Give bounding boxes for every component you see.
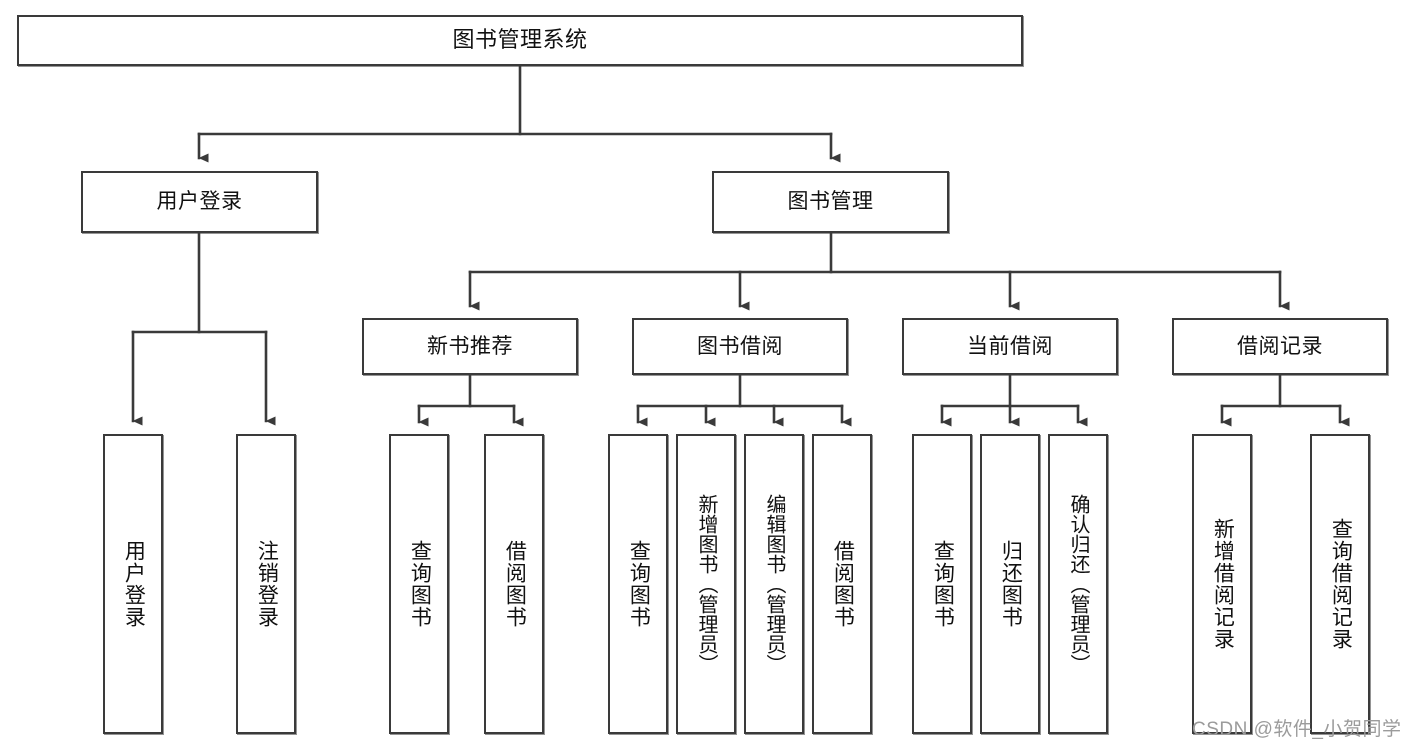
node-user-login[interactable]: 用户登录	[81, 171, 318, 233]
node-label: 新书推荐	[427, 334, 513, 358]
node-label: 查询图书	[408, 540, 432, 628]
node-label: 借阅图书	[831, 540, 855, 628]
leaf-user-login-signout[interactable]: 注销登录	[236, 434, 296, 734]
node-label: 新增图书（管理员）	[695, 494, 717, 674]
leaf-borrow-borrow-book[interactable]: 借阅图书	[812, 434, 872, 734]
node-book-management[interactable]: 图书管理	[712, 171, 949, 233]
node-label: 当前借阅	[967, 334, 1053, 358]
leaf-borrow-edit-book-admin[interactable]: 编辑图书（管理员）	[744, 434, 804, 734]
node-label: 归还图书	[999, 540, 1023, 628]
node-label: 借阅记录	[1237, 334, 1323, 358]
leaf-user-login-signin[interactable]: 用户登录	[103, 434, 163, 734]
node-label: 查询借阅记录	[1329, 518, 1353, 650]
node-current-borrow[interactable]: 当前借阅	[902, 318, 1118, 375]
node-label: 借阅图书	[503, 540, 527, 628]
leaf-current-return-book[interactable]: 归还图书	[980, 434, 1040, 734]
node-new-book-recommend[interactable]: 新书推荐	[362, 318, 578, 375]
node-label: 查询图书	[931, 540, 955, 628]
node-label: 新增借阅记录	[1211, 518, 1235, 650]
leaf-record-add-record[interactable]: 新增借阅记录	[1192, 434, 1252, 734]
watermark-text: CSDN @软件_小贺同学	[1192, 719, 1402, 740]
leaf-borrow-query-book[interactable]: 查询图书	[608, 434, 668, 734]
node-label: 图书管理	[787, 190, 874, 214]
leaf-current-query-book[interactable]: 查询图书	[912, 434, 972, 734]
node-label: 编辑图书（管理员）	[763, 494, 785, 674]
node-label: 图书借阅	[697, 334, 783, 358]
leaf-current-confirm-return-admin[interactable]: 确认归还（管理员）	[1048, 434, 1108, 734]
node-book-borrow[interactable]: 图书借阅	[632, 318, 848, 375]
node-root-system[interactable]: 图书管理系统	[17, 15, 1023, 66]
leaf-new-book-borrow[interactable]: 借阅图书	[484, 434, 544, 734]
node-borrow-record[interactable]: 借阅记录	[1172, 318, 1388, 375]
node-label: 图书管理系统	[452, 27, 588, 53]
node-label: 确认归还（管理员）	[1067, 494, 1089, 674]
leaf-record-query-record[interactable]: 查询借阅记录	[1310, 434, 1370, 734]
leaf-new-book-query[interactable]: 查询图书	[389, 434, 449, 734]
node-label: 注销登录	[255, 540, 279, 628]
node-label: 用户登录	[156, 190, 243, 214]
leaf-borrow-add-book-admin[interactable]: 新增图书（管理员）	[676, 434, 736, 734]
node-label: 用户登录	[122, 540, 146, 628]
node-label: 查询图书	[627, 540, 651, 628]
